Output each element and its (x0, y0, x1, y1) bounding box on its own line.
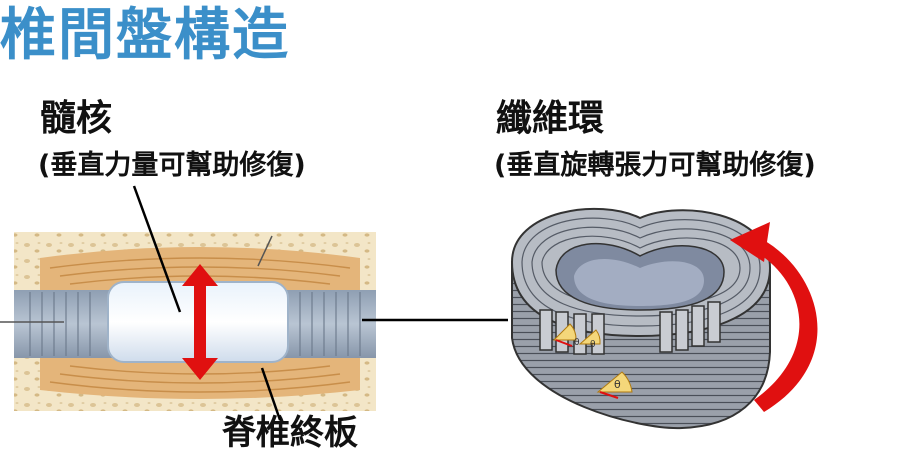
endplate-label: 脊椎終板 (222, 413, 358, 453)
nucleus-leader (132, 185, 182, 313)
rotation-arrow (730, 222, 818, 412)
nucleus-desc: (垂直力量可幫助修復) (38, 150, 306, 181)
vertical-force-arrow (182, 264, 218, 380)
theta-label-2: θ (590, 340, 596, 350)
page-title: 椎間盤構造 (0, 3, 290, 68)
nucleus-label: 髓核 (40, 98, 113, 139)
annulus-label: 纖維環 (496, 98, 605, 139)
annulus-desc: (垂直旋轉張力可幫助修復) (494, 150, 816, 181)
disc-section (0, 232, 376, 411)
theta-label-3: θ (614, 378, 621, 391)
theta-label-1: θ (574, 338, 580, 348)
endplate-leader (260, 367, 282, 421)
annulus-ring (510, 207, 772, 430)
